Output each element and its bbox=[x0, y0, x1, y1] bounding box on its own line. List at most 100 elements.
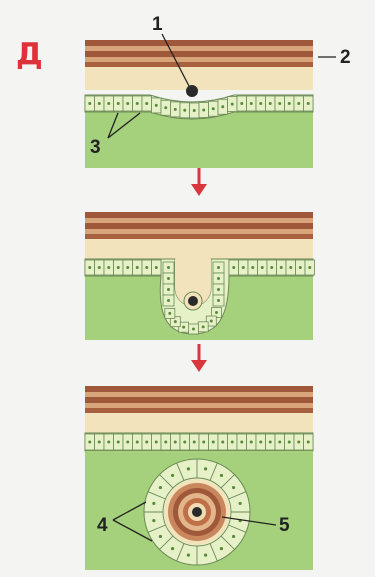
cell-nucleus bbox=[240, 441, 243, 444]
stage-3 bbox=[85, 386, 313, 570]
cell-nucleus bbox=[126, 102, 129, 105]
cell-nucleus bbox=[202, 441, 205, 444]
cell-nucleus bbox=[231, 441, 234, 444]
cell-nucleus bbox=[202, 325, 205, 328]
cell-nucleus bbox=[202, 108, 205, 111]
cell-nucleus bbox=[164, 441, 167, 444]
cell-nucleus bbox=[308, 266, 311, 269]
cell-nucleus bbox=[98, 102, 101, 105]
shell-layers bbox=[85, 386, 313, 433]
shell-layers bbox=[85, 212, 313, 259]
cell-nucleus bbox=[174, 320, 177, 323]
sac-cell-nucleus bbox=[220, 547, 223, 550]
sac-cell-nucleus bbox=[239, 502, 242, 505]
cell-nucleus bbox=[299, 266, 302, 269]
cell-nucleus bbox=[174, 441, 177, 444]
cell-nucleus bbox=[126, 266, 129, 269]
sac-cell-nucleus bbox=[204, 554, 207, 557]
sac-cell-nucleus bbox=[204, 467, 207, 470]
cell-nucleus bbox=[167, 277, 170, 280]
panel-letter: Д bbox=[16, 37, 43, 72]
mantle-tissue bbox=[85, 112, 313, 168]
cell-nucleus bbox=[242, 266, 245, 269]
cell-nucleus bbox=[221, 441, 224, 444]
cell-nucleus bbox=[155, 441, 158, 444]
sac-cell-nucleus bbox=[152, 502, 155, 505]
cell-nucleus bbox=[212, 107, 215, 110]
sac-cell-nucleus bbox=[171, 474, 174, 477]
sac-cell-nucleus bbox=[159, 486, 162, 489]
label-4: 4 bbox=[97, 515, 108, 536]
cell-nucleus bbox=[136, 266, 139, 269]
cell-nucleus bbox=[155, 266, 158, 269]
cell-nucleus bbox=[278, 441, 281, 444]
cell-nucleus bbox=[212, 441, 215, 444]
cell-nucleus bbox=[107, 441, 110, 444]
label-5: 5 bbox=[279, 515, 290, 536]
cell-nucleus bbox=[259, 441, 262, 444]
stage-2 bbox=[85, 212, 315, 340]
stage-1 bbox=[85, 40, 313, 168]
cell-nucleus bbox=[126, 441, 129, 444]
label-1: 1 bbox=[152, 14, 163, 35]
cell-nucleus bbox=[136, 441, 139, 444]
cell-nucleus bbox=[221, 105, 224, 108]
cell-nucleus bbox=[307, 102, 310, 105]
cell-nucleus bbox=[167, 266, 170, 269]
cell-nucleus bbox=[307, 441, 310, 444]
cell-nucleus bbox=[167, 299, 170, 302]
sac-cell-nucleus bbox=[171, 547, 174, 550]
cell-nucleus bbox=[217, 288, 220, 291]
cell-nucleus bbox=[88, 102, 91, 105]
cell-nucleus bbox=[192, 327, 195, 330]
cell-nucleus bbox=[215, 311, 218, 314]
cell-nucleus bbox=[297, 102, 300, 105]
pearl bbox=[164, 479, 230, 545]
sac-cell-nucleus bbox=[152, 519, 155, 522]
cell-nucleus bbox=[182, 326, 185, 329]
cell-nucleus bbox=[164, 106, 167, 109]
cell-nucleus bbox=[259, 102, 262, 105]
cell-nucleus bbox=[117, 266, 120, 269]
cell-nucleus bbox=[136, 102, 139, 105]
cell-nucleus bbox=[217, 299, 220, 302]
cell-nucleus bbox=[217, 277, 220, 280]
cell-nucleus bbox=[240, 102, 243, 105]
cell-nucleus bbox=[167, 288, 170, 291]
cell-nucleus bbox=[280, 266, 283, 269]
cell-nucleus bbox=[183, 441, 186, 444]
cell-nucleus bbox=[98, 441, 101, 444]
cell-nucleus bbox=[210, 320, 213, 323]
cell-nucleus bbox=[174, 108, 177, 111]
cell-nucleus bbox=[288, 102, 291, 105]
cell-nucleus bbox=[250, 102, 253, 105]
cell-nucleus bbox=[145, 102, 148, 105]
cell-nucleus bbox=[261, 266, 264, 269]
label-3: 3 bbox=[90, 137, 101, 158]
cell-nucleus bbox=[232, 266, 235, 269]
cell-nucleus bbox=[107, 102, 110, 105]
cell-nucleus bbox=[270, 266, 273, 269]
cell-nucleus bbox=[117, 102, 120, 105]
sand-grain bbox=[186, 85, 198, 97]
cell-nucleus bbox=[145, 441, 148, 444]
cell-nucleus bbox=[98, 266, 101, 269]
cell-nucleus bbox=[278, 102, 281, 105]
cell-nucleus bbox=[297, 441, 300, 444]
cell-nucleus bbox=[231, 103, 234, 106]
cell-nucleus bbox=[88, 266, 91, 269]
sac-cell-nucleus bbox=[187, 554, 190, 557]
cell-nucleus bbox=[155, 104, 158, 107]
cell-nucleus bbox=[168, 312, 171, 315]
cell-nucleus bbox=[250, 441, 253, 444]
label-2: 2 bbox=[340, 47, 351, 68]
epithelium-cells bbox=[85, 434, 313, 450]
cell-nucleus bbox=[289, 266, 292, 269]
cell-nucleus bbox=[145, 266, 148, 269]
cell-nucleus bbox=[117, 441, 120, 444]
arrow-2-down bbox=[191, 344, 207, 372]
sac-cell-nucleus bbox=[220, 474, 223, 477]
cell-nucleus bbox=[251, 266, 254, 269]
